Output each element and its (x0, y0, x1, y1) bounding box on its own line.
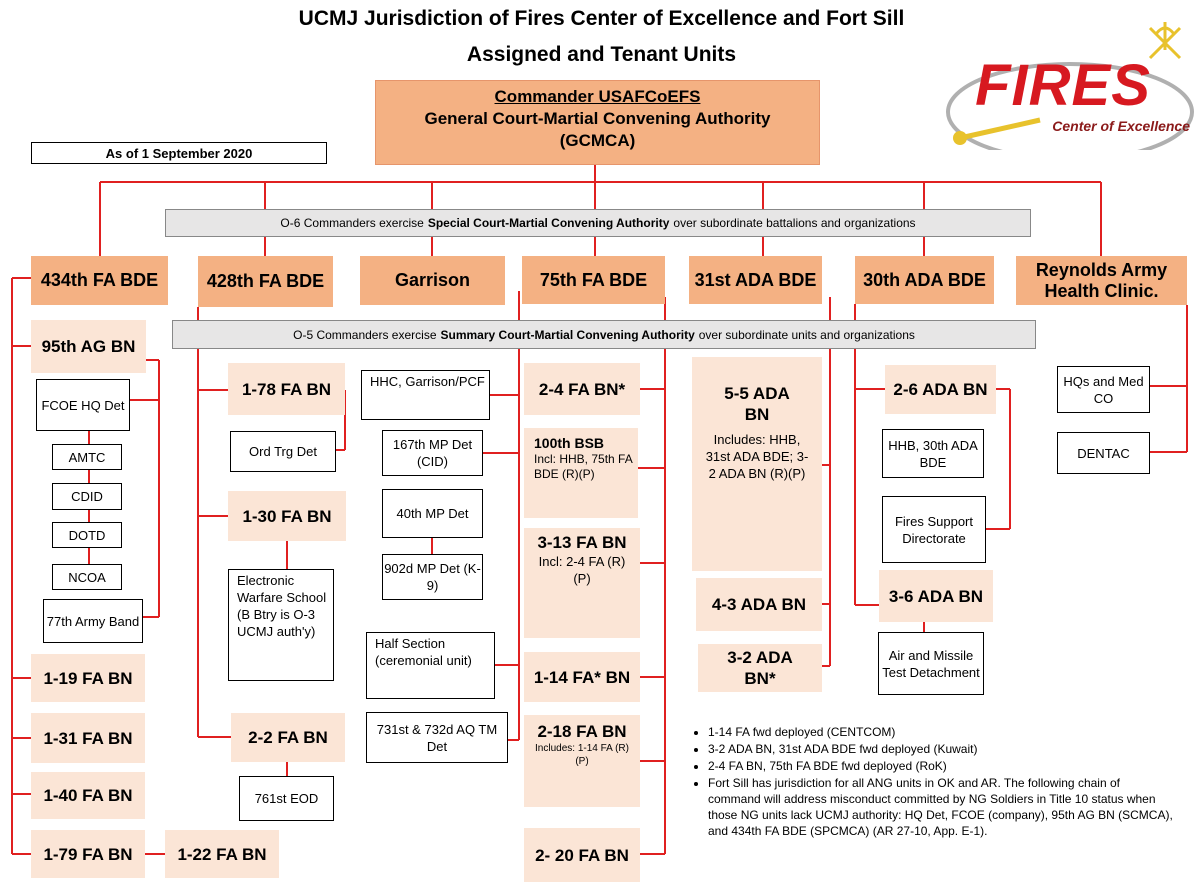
battalion-1-22-fa: 1-22 FA BN (165, 830, 279, 878)
battalion-2-4-fa: 2-4 FA BN* (524, 363, 640, 415)
battalion-1-30-fa: 1-30 FA BN (228, 491, 346, 541)
battalion-5-5-ada: 5-5 ADA BN Includes: HHB, 31st ADA BDE; … (692, 357, 822, 571)
o6-band-post: over subordinate battalions and organiza… (673, 216, 916, 230)
bn55-title: 5-5 ADA BN (724, 384, 790, 424)
battalion-100th-bsb: 100th BSB Incl: HHB, 75th FA BDE (R)(P) (524, 428, 638, 518)
unit-40th-mp-det: 40th MP Det (382, 489, 483, 538)
battalion-2-18-fa: 2-18 FA BN Includes: 1-14 FA (R)(P) (524, 715, 640, 807)
unit-amtc: AMTC (52, 444, 122, 470)
battalion-4-3-ada: 4-3 ADA BN (696, 578, 822, 631)
bn218-title: 2-18 FA BN (537, 722, 627, 741)
brigade-30th-ada: 30th ADA BDE (855, 256, 994, 304)
brigade-428th-fa: 428th FA BDE (198, 256, 333, 307)
battalion-1-79-fa: 1-79 FA BN (31, 830, 145, 878)
battalion-3-13-fa: 3-13 FA BN Incl: 2-4 FA (R)(P) (524, 528, 640, 638)
unit-hhc-garrison-pcf: HHC, Garrison/PCF (361, 370, 490, 420)
bn218-includes: Includes: 1-14 FA (R)(P) (535, 743, 629, 767)
commander-title: Commander USAFCoEFS (494, 87, 701, 106)
bsb-title: 100th BSB (534, 435, 605, 451)
bn55-includes: Includes: HHB, 31st ADA BDE; 3-2 ADA BN … (705, 432, 809, 481)
battalion-1-19-fa: 1-19 FA BN (31, 654, 145, 702)
battalion-1-40-fa: 1-40 FA BN (31, 772, 145, 819)
o5-band-bold: Summary Court-Martial Convening Authorit… (440, 327, 695, 342)
unit-ord-trg-det: Ord Trg Det (230, 431, 336, 472)
unit-167th-mp-det: 167th MP Det (CID) (382, 430, 483, 476)
battalion-3-6-ada: 3-6 ADA BN (879, 570, 993, 622)
battalion-2-6-ada: 2-6 ADA BN (885, 365, 996, 414)
battalion-95th-ag: 95th AG BN (31, 320, 146, 373)
battalion-3-2-ada: 3-2 ADA BN* (698, 644, 822, 692)
unit-air-missile-test-detachment: Air and Missile Test Detachment (878, 632, 984, 695)
battalion-1-78-fa: 1-78 FA BN (228, 363, 345, 415)
unit-hqs-and-med-co: HQs and Med CO (1057, 366, 1150, 413)
o5-band-post: over subordinate units and organizations (698, 327, 915, 342)
bsb-includes: Incl: HHB, 75th FA BDE (R)(P) (534, 452, 633, 481)
unit-half-section: Half Section (ceremonial unit) (366, 632, 495, 699)
bn313-title: 3-13 FA BN (537, 533, 627, 552)
unit-dentac: DENTAC (1057, 432, 1150, 474)
fires-logo: FIRES Center of Excellence (930, 20, 1195, 162)
o5-band-pre: O-5 Commanders exercise (293, 327, 437, 342)
battalion-2-2-fa: 2-2 FA BN (231, 713, 345, 762)
unit-902d-mp-det: 902d MP Det (K-9) (382, 554, 483, 600)
battalion-1-14-fa: 1-14 FA* BN (524, 652, 640, 702)
logo-tagline: Center of Excellence (1052, 118, 1190, 134)
footnote-item: 3-2 ADA BN, 31st ADA BDE fwd deployed (K… (708, 741, 1174, 757)
o6-band-bold: Special Court-Martial Convening Authorit… (427, 216, 670, 230)
reynolds-health-clinic: Reynolds Army Health Clinic. (1016, 256, 1187, 305)
battalion-2-20-fa: 2- 20 FA BN (524, 828, 640, 882)
unit-77th-army-band: 77th Army Band (43, 599, 143, 643)
footnote-item: 2-4 FA BN, 75th FA BDE fwd deployed (RoK… (708, 758, 1174, 774)
commander-abbrev: (GCMCA) (559, 131, 636, 150)
footnotes-list: 1-14 FA fwd deployed (CENTCOM) 3-2 ADA B… (692, 724, 1174, 840)
o6-authority-band: O-6 Commanders exercise Special Court-Ma… (165, 209, 1031, 237)
unit-electronic-warfare-school: Electronic Warfare School (B Btry is O-3… (228, 569, 334, 681)
unit-731st-732d-aq-tm-det: 731st & 732d AQ TM Det (366, 712, 508, 763)
commander-authority: General Court-Martial Convening Authorit… (424, 109, 771, 128)
brigade-31st-ada: 31st ADA BDE (689, 256, 822, 304)
o5-authority-band: O-5 Commanders exercise Summary Court-Ma… (172, 320, 1036, 349)
o6-band-pre: O-6 Commanders exercise (280, 216, 424, 230)
brigade-75th-fa: 75th FA BDE (522, 256, 665, 304)
unit-761st-eod: 761st EOD (239, 776, 334, 821)
bn313-includes: Incl: 2-4 FA (R)(P) (538, 554, 626, 586)
unit-ncoa: NCOA (52, 564, 122, 590)
page-subtitle: Assigned and Tenant Units (466, 43, 737, 66)
brigade-434th-fa: 434th FA BDE (31, 256, 168, 305)
unit-fcoe-hq-det: FCOE HQ Det (36, 379, 130, 431)
commander-box: Commander USAFCoEFS General Court-Martia… (375, 80, 820, 165)
footnote-item: 1-14 FA fwd deployed (CENTCOM) (708, 724, 1174, 740)
unit-hhb-30th-ada-bde: HHB, 30th ADA BDE (882, 429, 984, 478)
unit-cdid: CDID (52, 483, 122, 510)
battalion-1-31-fa: 1-31 FA BN (31, 713, 145, 763)
brigade-garrison: Garrison (360, 256, 505, 305)
page-title: UCMJ Jurisdiction of Fires Center of Exc… (298, 7, 905, 30)
footnote-item: Fort Sill has jurisdiction for all ANG u… (708, 775, 1174, 839)
logo-word: FIRES (975, 53, 1151, 118)
unit-dotd: DOTD (52, 522, 122, 548)
unit-fires-support-directorate: Fires Support Directorate (882, 496, 986, 563)
as-of-date: As of 1 September 2020 (31, 142, 327, 164)
